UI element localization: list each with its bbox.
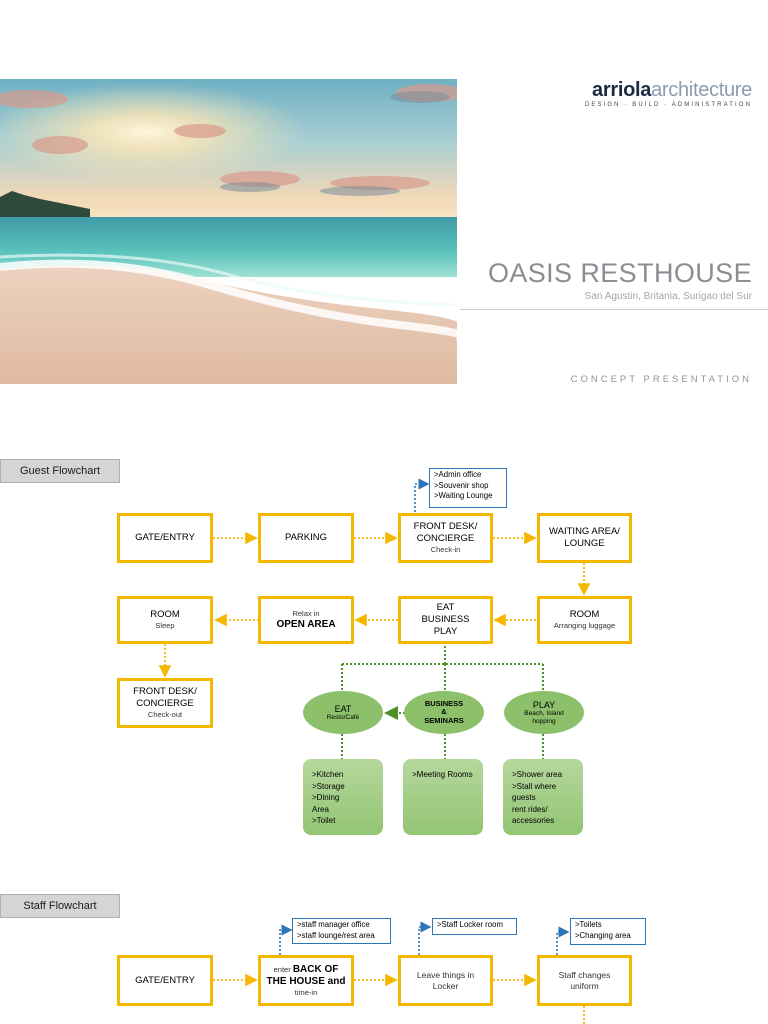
- logo-bold-text: arriola: [592, 79, 652, 101]
- beach-sunset-illustration: [0, 79, 457, 384]
- open-area-box: Relax in OPEN AREA: [258, 596, 354, 644]
- back-of-house-box: enter BACK OF THE HOUSE and time-in: [258, 955, 354, 1006]
- staff-flowchart-label: Staff Flowchart: [0, 894, 120, 918]
- presentation-label: CONCEPT PRESENTATION: [570, 374, 752, 385]
- open-area-title: OPEN AREA: [276, 619, 336, 630]
- locker-note: >Staff Locker room: [432, 918, 517, 935]
- front-desk-checkout-box: FRONT DESK/ CONCIERGE Check-out: [117, 678, 213, 728]
- play-node-title: PLAY: [532, 700, 556, 710]
- parking-label: PARKING: [284, 532, 328, 543]
- uniform-title: Staff changes uniform: [558, 969, 611, 991]
- guest-gate-entry-box: GATE/ENTRY: [117, 513, 213, 563]
- room-luggage-box: ROOM Arranging luggage: [537, 596, 632, 644]
- business-details-card: >Meeting Rooms: [403, 759, 483, 835]
- open-area-sub: Relax in: [292, 609, 320, 618]
- business-node: BUSINESS & SEMINARS: [404, 691, 484, 734]
- room-luggage-title: ROOM: [569, 609, 600, 620]
- eat-node: EAT Resto/Café: [303, 691, 383, 734]
- title-divider: [460, 309, 768, 310]
- front-desk-sub: Check-in: [430, 545, 461, 554]
- project-location: San Agustin, Britania, Surigao del Sur: [584, 291, 752, 302]
- front-desk-checkin-box: FRONT DESK/ CONCIERGE Check-in: [398, 513, 493, 563]
- staff-gate-entry-box: GATE/ENTRY: [117, 955, 213, 1006]
- room-sleep-sub: Sleep: [155, 621, 175, 630]
- ebp-title: EAT BUSINESS PLAY: [421, 602, 470, 637]
- play-node: PLAY Beach, Island hopping: [504, 691, 584, 734]
- eat-details-card: >Kitchen >Storage >Dining Area >Toilet: [303, 759, 383, 835]
- company-logo: arriolaarchitecture DESIGN · BUILD · ADM…: [585, 80, 752, 108]
- uniform-note: >Toilets >Changing area: [570, 918, 646, 945]
- play-node-sub: Beach, Island hopping: [524, 710, 564, 725]
- eat-node-title: EAT: [334, 703, 352, 714]
- uniform-box: Staff changes uniform: [537, 955, 632, 1006]
- eat-business-play-box: EAT BUSINESS PLAY: [398, 596, 493, 644]
- back-of-house-title: BACK OF THE HOUSE and: [266, 963, 346, 987]
- arrow-locker-note: [418, 921, 432, 955]
- guest-gate-label: GATE/ENTRY: [135, 532, 195, 543]
- logo-light-text: architecture: [651, 79, 752, 101]
- locker-box: Leave things in Locker: [398, 955, 493, 1006]
- checkout-title: FRONT DESK/ CONCIERGE: [133, 686, 197, 709]
- logo-tagline: DESIGN · BUILD · ADMINISTRATION: [585, 102, 752, 108]
- room-sleep-title: ROOM: [150, 609, 180, 620]
- play-details-card: >Shower area >Stall where guests rent ri…: [503, 759, 583, 835]
- eat-node-sub: Resto/Café: [326, 713, 360, 721]
- hero-beach-image: [0, 79, 457, 384]
- room-luggage-sub: Arranging luggage: [553, 621, 616, 630]
- checkout-sub: Check-out: [147, 710, 183, 719]
- waiting-area-box: WAITING AREA/ LOUNGE: [537, 513, 632, 563]
- back-of-house-pre: enter: [273, 964, 293, 974]
- parking-box: PARKING: [258, 513, 354, 563]
- room-sleep-box: ROOM Sleep: [117, 596, 213, 644]
- front-desk-note: >Admin office >Souvenir shop >Waiting Lo…: [429, 468, 507, 508]
- back-of-house-note: >staff manager office >staff lounge/rest…: [292, 918, 391, 944]
- arrow-frontdesk-note: [414, 478, 430, 512]
- project-title: OASIS RESTHOUSE: [487, 258, 752, 288]
- staff-gate-label: GATE/ENTRY: [135, 974, 195, 986]
- back-of-house-sub: time-in: [294, 987, 318, 997]
- arrow-uniform-note: [556, 926, 570, 955]
- guest-flowchart-label: Guest Flowchart: [0, 459, 120, 483]
- front-desk-title: FRONT DESK/ CONCIERGE: [413, 521, 478, 544]
- arrow-back-note: [279, 924, 293, 955]
- locker-title: Leave things in Locker: [416, 969, 475, 991]
- waiting-area-title: WAITING AREA/ LOUNGE: [549, 526, 620, 549]
